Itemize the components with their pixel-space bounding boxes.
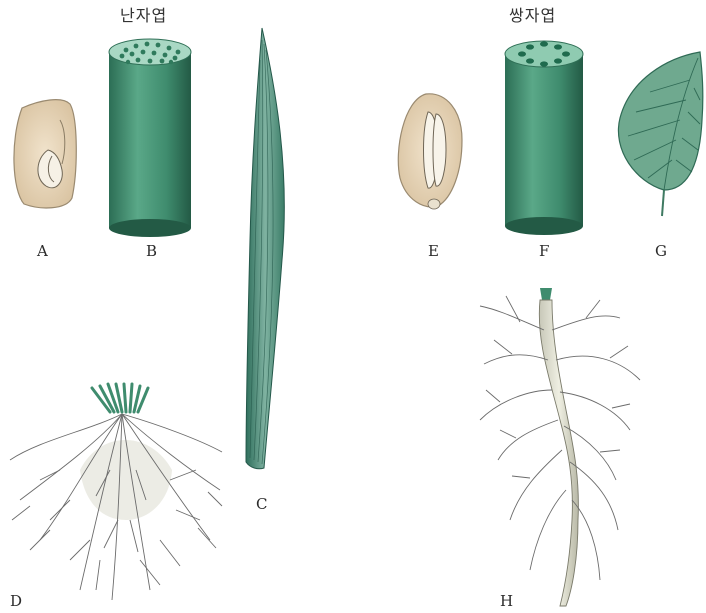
monocot-leaf bbox=[246, 28, 284, 469]
monocot-stem bbox=[109, 39, 191, 237]
label-h: H bbox=[500, 594, 513, 609]
label-c: C bbox=[256, 497, 267, 512]
monocot-fibrous-roots bbox=[10, 384, 222, 600]
monocot-heading: 난자엽 bbox=[120, 8, 167, 24]
dicot-taproot bbox=[480, 288, 640, 606]
dicot-heading: 쌍자엽 bbox=[509, 8, 556, 24]
label-f: F bbox=[539, 244, 549, 259]
label-g: G bbox=[655, 244, 667, 259]
dicot-seed bbox=[398, 94, 462, 209]
label-b: B bbox=[146, 244, 157, 259]
label-d: D bbox=[10, 594, 22, 609]
label-a: A bbox=[37, 244, 48, 259]
monocot-seed bbox=[14, 100, 76, 208]
label-e: E bbox=[428, 244, 439, 259]
dicot-leaf bbox=[618, 52, 702, 216]
dicot-stem bbox=[505, 41, 583, 235]
